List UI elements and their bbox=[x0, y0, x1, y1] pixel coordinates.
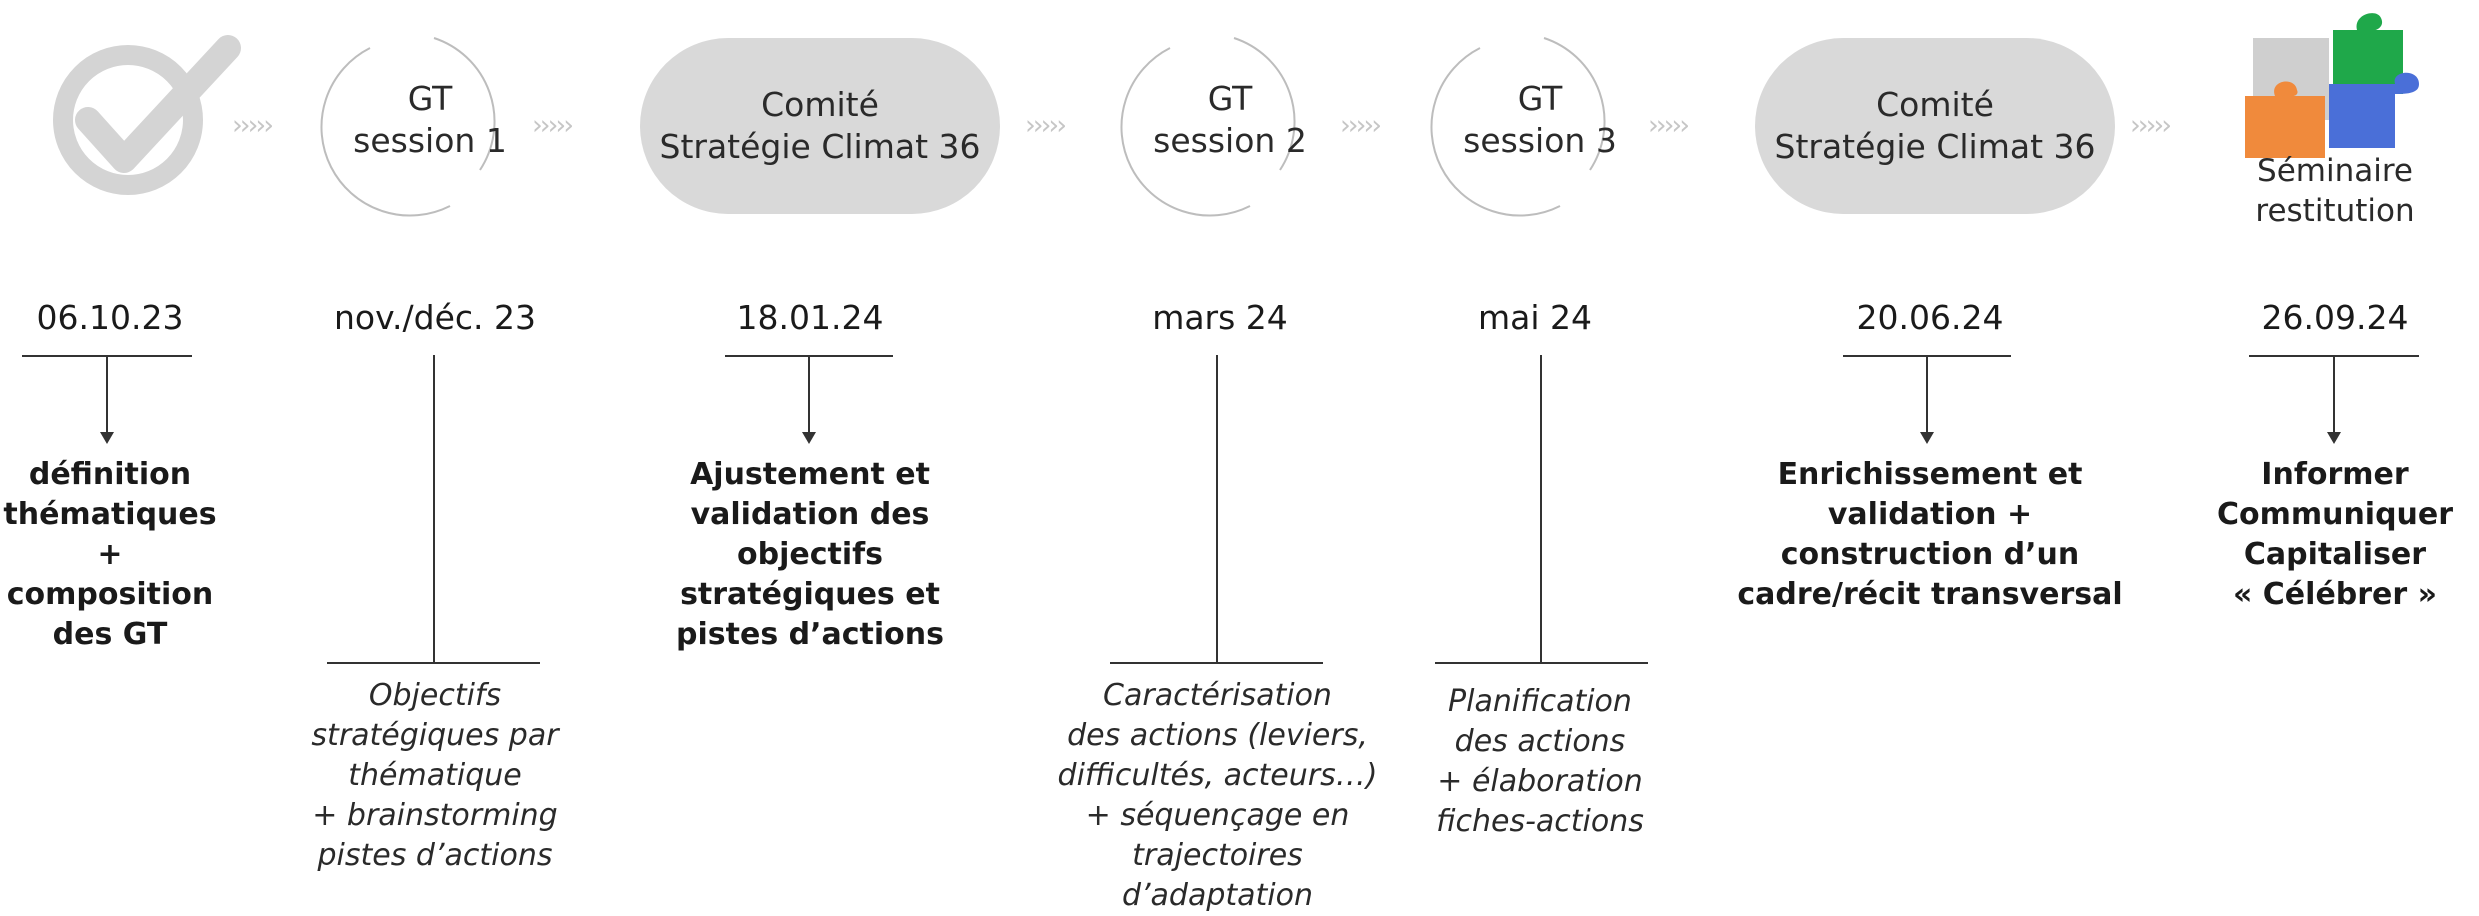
work-line: pistes d’actions bbox=[317, 838, 553, 873]
work-line: des actions bbox=[1454, 724, 1626, 759]
work-line: d’adaptation bbox=[1121, 878, 1314, 913]
stage-comite-1: Comité Stratégie Climat 36 bbox=[640, 38, 1000, 214]
outcome-d6: Enrichissement et validation + construct… bbox=[1730, 455, 2130, 615]
outcome-line: définition bbox=[28, 457, 192, 492]
stage-line1: GT bbox=[1517, 79, 1563, 118]
stage-line1: GT bbox=[407, 79, 453, 118]
stage-line2: session 1 bbox=[353, 121, 507, 161]
work-line: stratégiques par bbox=[311, 718, 559, 753]
work-line: des actions (leviers, bbox=[1067, 718, 1368, 753]
date-4: mars 24 bbox=[1152, 298, 1288, 337]
connector-base-line bbox=[1110, 662, 1323, 664]
outcome-line: pistes d’actions bbox=[676, 617, 944, 652]
chevron-arrows: ››››› bbox=[1025, 110, 1067, 141]
stage-line2: Stratégie Climat 36 bbox=[659, 127, 981, 166]
chevron-arrows: ››››› bbox=[1340, 110, 1382, 141]
check-icon bbox=[53, 35, 241, 195]
date-6: 20.06.24 bbox=[1856, 298, 2004, 337]
stage-line2: Stratégie Climat 36 bbox=[1774, 127, 2096, 166]
outcome-line: + bbox=[97, 537, 123, 572]
arrow-down-icon bbox=[1920, 432, 1934, 444]
work-line: thématique bbox=[348, 758, 522, 793]
connector-line bbox=[808, 356, 810, 432]
stage-line1: Séminaire bbox=[2257, 153, 2413, 189]
outcome-line: objectifs bbox=[736, 537, 884, 572]
chevron-arrows: ››››› bbox=[2130, 110, 2172, 141]
stage-gt-session-2: GT session 2 bbox=[1130, 78, 1330, 162]
work-d2: Objectifs stratégiques par thématique + … bbox=[290, 676, 580, 876]
outcome-line: stratégiques et bbox=[680, 577, 940, 612]
connector-line bbox=[1540, 355, 1542, 662]
connector-base-line bbox=[327, 662, 540, 664]
connector-line bbox=[2333, 356, 2335, 432]
stage-gt-session-3: GT session 3 bbox=[1440, 78, 1640, 162]
stage-comite-2: Comité Stratégie Climat 36 bbox=[1755, 38, 2115, 214]
outcome-line: construction d’un bbox=[1780, 537, 2080, 572]
work-line: Caractérisation bbox=[1103, 678, 1332, 713]
puzzle-icon bbox=[2245, 13, 2419, 158]
outcome-d3: Ajustement et validation des objectifs s… bbox=[670, 455, 950, 655]
arrow-down-icon bbox=[100, 432, 114, 444]
work-d5: Planification des actions + élaboration … bbox=[1400, 682, 1680, 842]
chevron-arrows: ››››› bbox=[532, 110, 574, 141]
outcome-line: validation des bbox=[690, 497, 930, 532]
outcome-d1: définition thématiques + composition des… bbox=[0, 455, 220, 655]
connector-line bbox=[106, 356, 108, 432]
work-line: + élaboration bbox=[1437, 764, 1643, 799]
circle-outline-icon bbox=[320, 37, 496, 217]
outcome-line: validation + bbox=[1827, 497, 2033, 532]
connector-line bbox=[1216, 355, 1218, 662]
outcome-line: « Célébrer » bbox=[2232, 577, 2438, 612]
circle-outline-icon bbox=[1430, 37, 1606, 217]
stage-line1: Comité bbox=[761, 84, 879, 124]
outcome-line: composition bbox=[6, 577, 214, 612]
circle-outline-icon bbox=[1120, 37, 1296, 217]
work-line: Objectifs bbox=[368, 678, 502, 713]
date-7: 26.09.24 bbox=[2261, 298, 2409, 337]
date-2: nov./déc. 23 bbox=[333, 298, 537, 337]
stage-seminaire: Séminaire restitution bbox=[2230, 152, 2440, 231]
work-line: trajectoires bbox=[1132, 838, 1303, 873]
outcome-line: Capitaliser bbox=[2243, 537, 2427, 572]
connector-base-line bbox=[1435, 662, 1648, 664]
work-line: + séquençage en bbox=[1085, 798, 1350, 833]
outcome-line: cadre/récit transversal bbox=[1737, 577, 2123, 612]
work-line: difficultés, acteurs…) bbox=[1057, 758, 1378, 793]
stage-line1: GT bbox=[1207, 79, 1253, 118]
outcome-line: thématiques bbox=[3, 497, 217, 532]
stage-line2: restitution bbox=[2255, 192, 2415, 229]
date-1: 06.10.23 bbox=[36, 298, 184, 337]
connector-line bbox=[1926, 356, 1928, 432]
work-line: Planification bbox=[1448, 684, 1632, 719]
stage-line2: session 3 bbox=[1463, 121, 1617, 161]
arrow-down-icon bbox=[2327, 432, 2341, 444]
outcome-line: Communiquer bbox=[2216, 497, 2454, 532]
chevron-arrows: ››››› bbox=[232, 110, 274, 141]
chevron-arrows: ››››› bbox=[1648, 110, 1690, 141]
stage-line1: Comité bbox=[1876, 84, 1994, 124]
connector-line bbox=[433, 355, 435, 662]
outcome-line: Ajustement et bbox=[690, 457, 930, 492]
outcome-line: Informer bbox=[2261, 457, 2409, 492]
work-line: + brainstorming bbox=[312, 798, 558, 833]
arrow-down-icon bbox=[802, 432, 816, 444]
work-d4: Caractérisation des actions (leviers, di… bbox=[1050, 676, 1385, 916]
outcome-line: des GT bbox=[52, 617, 168, 652]
work-line: fiches-actions bbox=[1436, 804, 1644, 839]
date-5: mai 24 bbox=[1477, 298, 1593, 337]
outcome-d7: Informer Communiquer Capitaliser « Céléb… bbox=[2210, 455, 2460, 615]
stage-gt-session-1: GT session 1 bbox=[330, 78, 530, 162]
stage-line2: session 2 bbox=[1153, 121, 1307, 161]
date-3: 18.01.24 bbox=[736, 298, 884, 337]
outcome-line: Enrichissement et bbox=[1777, 457, 2083, 492]
